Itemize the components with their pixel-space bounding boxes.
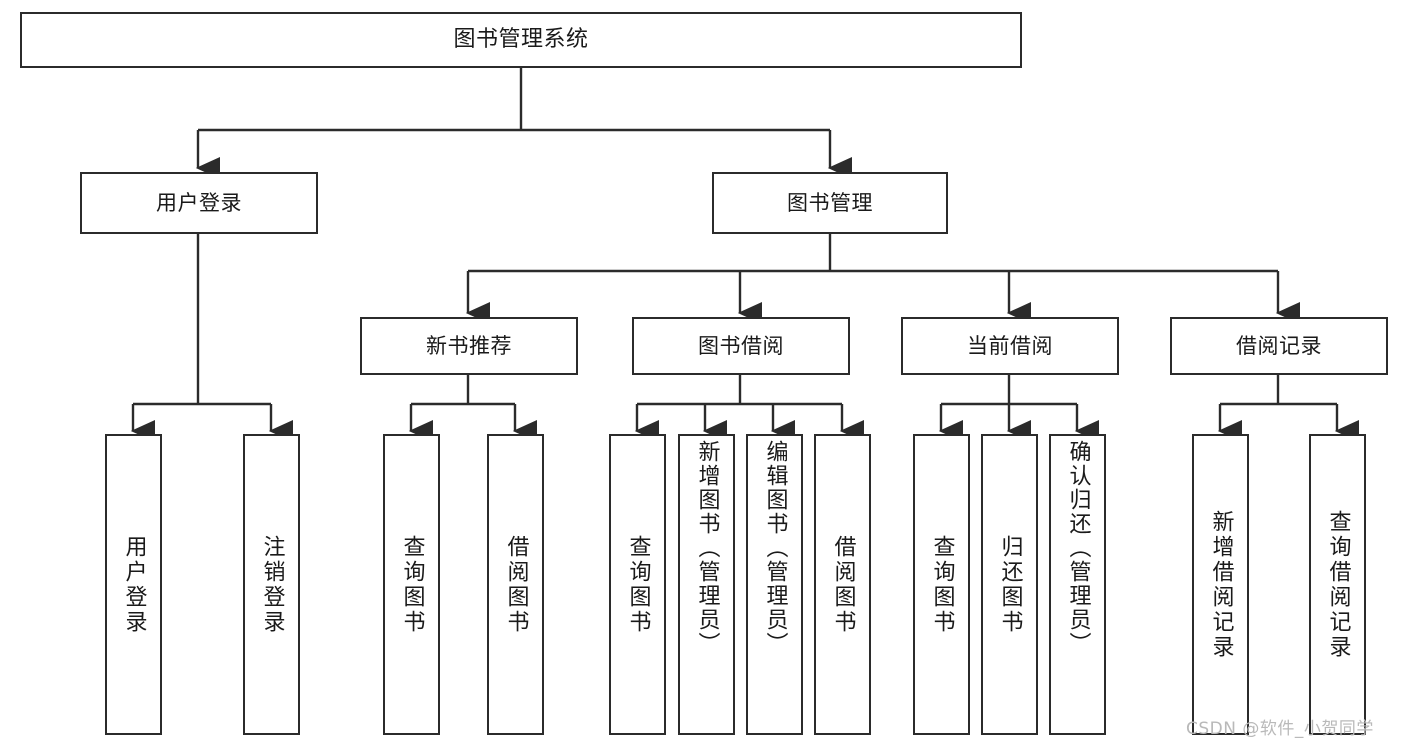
node-label: 图书管理	[787, 190, 873, 215]
node-book-borrow[interactable]: 图书借阅	[632, 317, 850, 375]
node-label: 编辑图书（管理员）	[762, 440, 788, 656]
node-label: 图书管理系统	[453, 27, 589, 53]
node-label: 查询图书	[625, 534, 651, 635]
node-book-management[interactable]: 图书管理	[712, 172, 948, 234]
node-label: 新增图书（管理员）	[694, 440, 720, 656]
node-root-book-management-system[interactable]: 图书管理系统	[20, 12, 1022, 68]
node-leaf-add-record[interactable]: 新增借阅记录	[1192, 434, 1249, 735]
node-leaf-add-book[interactable]: 新增图书（管理员）	[678, 434, 735, 735]
node-leaf-query-record[interactable]: 查询借阅记录	[1309, 434, 1366, 735]
node-new-book-recommend[interactable]: 新书推荐	[360, 317, 578, 375]
node-borrow-record[interactable]: 借阅记录	[1170, 317, 1388, 375]
node-label: 当前借阅	[967, 333, 1053, 358]
node-label: 新书推荐	[426, 333, 512, 358]
node-label: 用户登录	[156, 190, 242, 215]
node-label: 用户登录	[121, 534, 147, 635]
node-label: 新增借阅记录	[1208, 509, 1234, 660]
node-leaf-query-book-2[interactable]: 查询图书	[609, 434, 666, 735]
node-leaf-confirm-return[interactable]: 确认归还（管理员）	[1049, 434, 1106, 735]
node-label: 注销登录	[259, 534, 285, 635]
node-leaf-borrow-book-2[interactable]: 借阅图书	[814, 434, 871, 735]
node-leaf-user-logout[interactable]: 注销登录	[243, 434, 300, 735]
node-leaf-query-book-1[interactable]: 查询图书	[383, 434, 440, 735]
watermark-text: CSDN @软件_小贺同学	[1186, 719, 1374, 739]
node-label: 图书借阅	[698, 333, 784, 358]
node-leaf-edit-book[interactable]: 编辑图书（管理员）	[746, 434, 803, 735]
node-label: 借阅图书	[503, 534, 529, 635]
node-label: 归还图书	[997, 534, 1023, 635]
node-label: 查询图书	[929, 534, 955, 635]
node-leaf-user-login[interactable]: 用户登录	[105, 434, 162, 735]
node-leaf-borrow-book-1[interactable]: 借阅图书	[487, 434, 544, 735]
node-label: 查询借阅记录	[1325, 509, 1351, 660]
node-current-borrow[interactable]: 当前借阅	[901, 317, 1119, 375]
node-label: 确认归还（管理员）	[1065, 440, 1091, 656]
node-label: 借阅图书	[830, 534, 856, 635]
node-user-login[interactable]: 用户登录	[80, 172, 318, 234]
node-leaf-query-book-3[interactable]: 查询图书	[913, 434, 970, 735]
node-leaf-return-book[interactable]: 归还图书	[981, 434, 1038, 735]
node-label: 借阅记录	[1236, 333, 1322, 358]
node-label: 查询图书	[399, 534, 425, 635]
